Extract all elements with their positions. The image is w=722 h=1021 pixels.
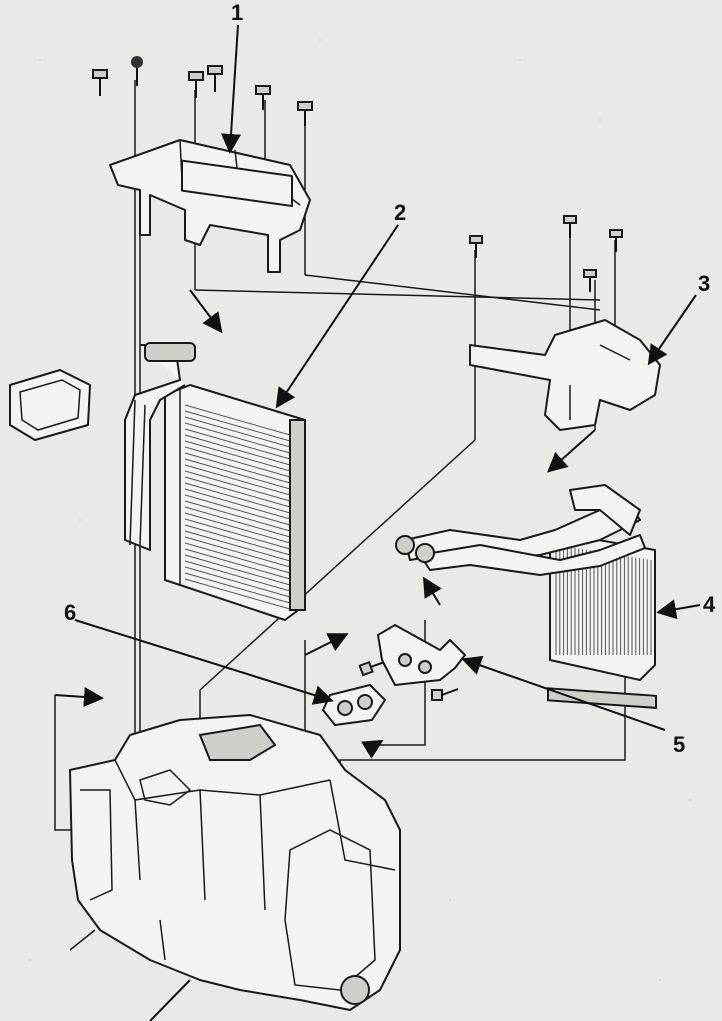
evaporator-fin xyxy=(184,536,291,568)
intake-duct xyxy=(9,369,91,441)
evaporator-fin xyxy=(184,416,291,448)
evaporator-fin xyxy=(184,512,291,544)
evaporator-fin xyxy=(184,566,291,598)
evaporator-fin xyxy=(184,446,291,478)
callout-labels: 1 2 3 4 5 6 xyxy=(64,0,716,757)
screw xyxy=(609,229,623,252)
evaporator-fin xyxy=(184,518,291,550)
callout-3: 3 xyxy=(698,271,710,296)
evaporator-fin xyxy=(184,530,291,562)
evaporator-fin xyxy=(184,524,291,556)
evaporator-fin xyxy=(184,572,291,604)
evaporator-fin xyxy=(184,464,291,496)
callout-leaders xyxy=(74,24,701,731)
callout-5: 5 xyxy=(673,732,685,757)
callout-1: 1 xyxy=(231,0,243,25)
screw xyxy=(92,69,108,96)
screw xyxy=(469,235,483,258)
evaporator-fin xyxy=(184,440,291,472)
evaporator-fin xyxy=(184,488,291,520)
evaporator-fin xyxy=(184,494,291,526)
evaporator-fin xyxy=(184,434,291,466)
screws xyxy=(92,56,623,701)
evaporator-fin xyxy=(184,470,291,502)
evaporator-fin xyxy=(184,548,291,580)
assembly-arrows xyxy=(54,289,596,759)
evaporator-fin xyxy=(184,476,291,508)
evaporator-fin xyxy=(184,506,291,538)
screw xyxy=(563,215,577,238)
evaporator-fin xyxy=(184,542,291,574)
heater-core xyxy=(395,484,657,709)
evaporator-fin xyxy=(184,410,291,442)
screw xyxy=(358,659,390,677)
screw xyxy=(188,71,204,98)
hvac-housing xyxy=(69,714,401,1021)
callout-2: 2 xyxy=(394,200,406,225)
evaporator-fin xyxy=(184,428,291,460)
upper-bracket xyxy=(109,139,311,273)
evaporator-fin xyxy=(184,500,291,532)
callout-4: 4 xyxy=(703,592,716,617)
evaporator-core xyxy=(124,342,306,621)
screw xyxy=(431,688,459,701)
evaporator-fin xyxy=(184,458,291,490)
screw xyxy=(297,101,313,126)
grommet-seal xyxy=(322,684,386,726)
screw xyxy=(583,269,597,292)
paper-texture xyxy=(29,39,691,981)
heater-bracket xyxy=(469,319,661,431)
evaporator-fin xyxy=(184,560,291,592)
screw xyxy=(255,85,271,110)
evaporator-fin xyxy=(184,554,291,586)
pipe-clamp-bracket xyxy=(377,624,466,686)
evaporator-fin xyxy=(184,452,291,484)
evaporator-fin xyxy=(184,482,291,514)
evaporator-fin xyxy=(184,422,291,454)
callout-6: 6 xyxy=(64,600,76,625)
evaporator-fin xyxy=(184,578,291,610)
screw xyxy=(207,65,223,92)
screw xyxy=(131,56,143,86)
evaporator-fin xyxy=(184,404,291,436)
